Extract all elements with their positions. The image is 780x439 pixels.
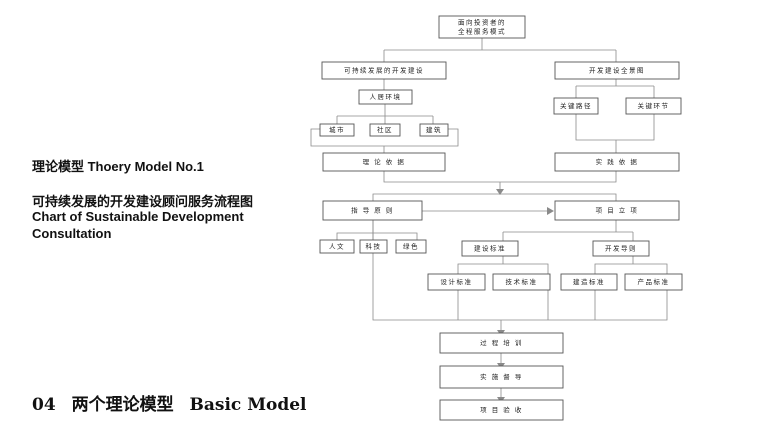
node-label: 开发建设全景图 [589, 66, 645, 75]
section-number: 04 [32, 395, 56, 415]
model-title: 理论模型 Thoery Model No.1 [32, 159, 204, 174]
node-key-link: 关键环节 [625, 97, 682, 115]
node-development-panorama: 开发建设全景图 [554, 61, 680, 80]
node-process-training: 过 程 培 训 [439, 332, 564, 354]
node-label: 绿色 [403, 242, 419, 251]
connectors [310, 38, 668, 400]
node-label: 理 论 依 据 [363, 157, 406, 166]
node-label: 实 践 依 据 [596, 157, 639, 166]
node-label: 技术标准 [506, 277, 538, 286]
node-construction-standard: 建设标准 [461, 240, 519, 257]
node-theory-basis: 理 论 依 据 [322, 152, 446, 172]
footer-title-en: Basic Model [189, 395, 307, 415]
node-guiding-principles: 指 导 原 则 [322, 200, 423, 221]
node-design-standard: 设计标准 [427, 273, 486, 291]
node-label: 产品标准 [638, 277, 670, 286]
node-label: 人文 [329, 242, 345, 251]
node-label: 面向投资者的 [458, 18, 506, 27]
node-development-guide: 开发导则 [592, 240, 650, 257]
node-green: 绿色 [395, 239, 427, 254]
node-label: 人居环境 [370, 92, 402, 101]
node-label: 社区 [377, 125, 393, 134]
node-technology: 科技 [359, 239, 388, 254]
node-label: 建设标准 [474, 244, 506, 253]
node-product-standard: 产品标准 [624, 273, 683, 291]
node-label: 项 目 验 收 [480, 405, 523, 414]
node-label: 全程服务模式 [458, 27, 506, 36]
node-label: 建造标准 [573, 277, 605, 286]
node-project-establishment: 项 目 立 项 [554, 200, 680, 221]
chart-title-cn: 可持续发展的开发建设顾问服务流程图 [32, 194, 254, 209]
node-city: 城市 [319, 123, 355, 137]
node-label: 实 施 督 导 [480, 372, 523, 381]
node-label: 科技 [366, 242, 382, 251]
node-label: 设计标准 [441, 277, 473, 286]
footer-title-cn: 两个理论模型 [71, 395, 174, 415]
node-label: 开发导则 [605, 244, 637, 253]
node-label: 指 导 原 则 [351, 206, 394, 215]
node-building: 建筑 [419, 123, 449, 137]
node-label: 可持续发展的开发建设 [344, 66, 424, 75]
node-label: 建筑 [426, 125, 442, 134]
node-label: 关键路径 [560, 101, 592, 110]
node-community: 社区 [369, 123, 401, 137]
node-key-path: 关键路径 [553, 97, 599, 115]
node-implementation-supervision: 实 施 督 导 [439, 365, 564, 389]
node-label: 项 目 立 项 [596, 206, 639, 215]
node-label: 过 程 培 训 [480, 338, 523, 347]
node-technical-standard: 技术标准 [492, 273, 551, 291]
node-project-acceptance: 项 目 验 收 [439, 399, 564, 421]
node-humanities: 人文 [319, 239, 355, 254]
node-label: 城市 [329, 125, 345, 134]
node-investor-service-mode: 面向投资者的 全程服务模式 [438, 15, 526, 39]
footer-title: 04 两个理论模型 Basic Model [32, 390, 307, 415]
node-practice-basis: 实 践 依 据 [554, 152, 680, 172]
node-sustainable-development: 可持续发展的开发建设 [321, 61, 447, 80]
node-construction-quality-standard: 建造标准 [560, 273, 618, 291]
chart-title-en: Chart of Sustainable Development Consult… [32, 209, 244, 241]
node-living-environment: 人居环境 [358, 89, 413, 105]
node-label: 关键环节 [638, 101, 670, 110]
